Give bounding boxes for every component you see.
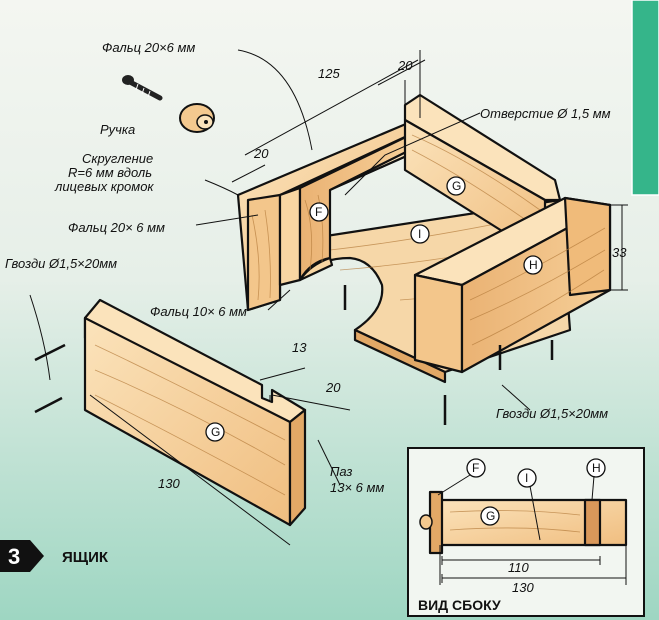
- label-groove-1: Паз: [330, 464, 352, 479]
- label-rounding-2: R=6 мм вдоль: [68, 165, 152, 180]
- label-falts-low: Фальц 10× 6 мм: [150, 304, 247, 319]
- dim-13: 13: [292, 340, 307, 355]
- label-nails-right: Гвозди Ø1,5×20мм: [496, 406, 608, 421]
- svg-text:I: I: [525, 471, 528, 485]
- nails-left: [34, 343, 66, 414]
- label-nails-left: Гвозди Ø1,5×20мм: [5, 256, 117, 271]
- dim-130: 130: [158, 476, 180, 491]
- side-marker-G: G: [480, 506, 500, 526]
- screw-icon: [122, 75, 163, 101]
- nails-right: [343, 285, 554, 425]
- label-hole: Отверстие Ø 1,5 мм: [480, 106, 611, 121]
- part-marker-G: G: [446, 176, 466, 196]
- part-marker-F: F: [309, 202, 329, 222]
- svg-text:G: G: [211, 425, 220, 439]
- dim-20-groove: 20: [325, 380, 341, 395]
- part-marker-I: I: [410, 224, 430, 244]
- part-marker-H: H: [523, 255, 543, 275]
- side-marker-I: I: [517, 468, 541, 541]
- side-marker-F: F: [437, 458, 486, 496]
- dim-130-side: 130: [512, 580, 534, 595]
- svg-text:I: I: [418, 227, 421, 241]
- svg-text:G: G: [452, 179, 461, 193]
- dim-33: 33: [612, 245, 627, 260]
- label-falts-top: Фальц 20×6 мм: [102, 40, 195, 55]
- label-rounding-1: Скругление: [82, 151, 153, 166]
- svg-text:H: H: [592, 461, 601, 475]
- section-number: 3: [8, 544, 20, 569]
- front-panel-G: [83, 298, 307, 527]
- corner-accent: [632, 0, 659, 195]
- svg-text:H: H: [529, 258, 538, 272]
- part-marker-G-front: G: [205, 422, 225, 442]
- handle-knob: [179, 103, 215, 133]
- title: ЯЩИК: [62, 549, 109, 566]
- section-number-badge: 3: [0, 540, 44, 572]
- side-view-title: ВИД СБОКУ: [418, 597, 501, 613]
- dim-110: 110: [508, 560, 529, 575]
- svg-text:F: F: [315, 205, 322, 219]
- label-falts-mid: Фальц 20× 6 мм: [68, 220, 165, 235]
- svg-text:F: F: [472, 461, 479, 475]
- label-rounding-3: лицевых кромок: [54, 179, 154, 194]
- side-marker-H: H: [586, 458, 606, 501]
- label-groove-2: 13× 6 мм: [330, 480, 384, 495]
- dim-20-left: 20: [253, 146, 269, 161]
- svg-text:G: G: [486, 509, 495, 523]
- dim-20-top: 20: [397, 58, 413, 73]
- label-handle: Ручка: [100, 122, 135, 137]
- dim-125: 125: [318, 66, 340, 81]
- dimension-lines: [29, 49, 628, 546]
